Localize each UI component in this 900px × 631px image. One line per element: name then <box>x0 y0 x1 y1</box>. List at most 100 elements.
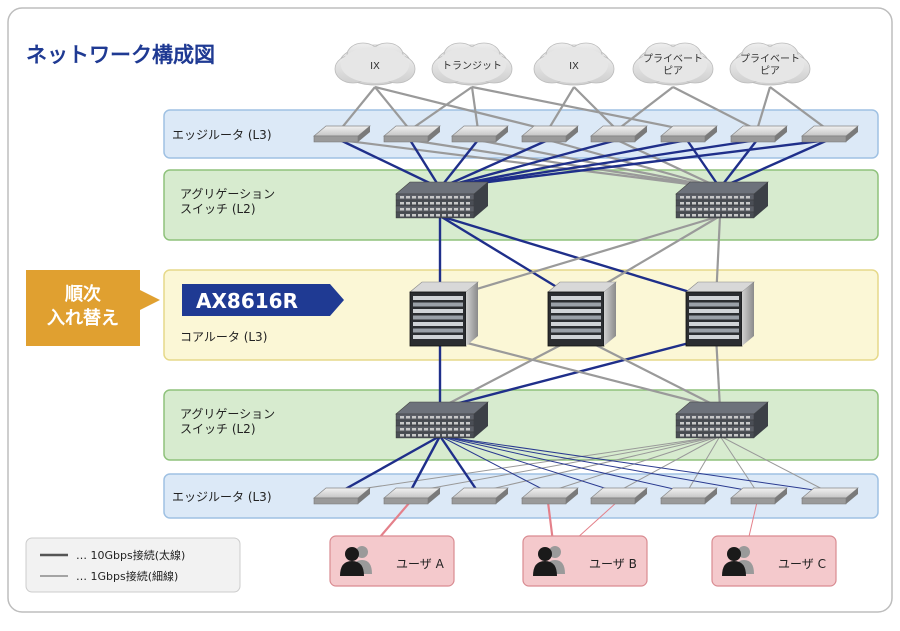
switch-port <box>734 434 738 437</box>
router-side <box>705 488 717 504</box>
edge-router-row-bottom <box>313 487 859 505</box>
switch-port <box>436 416 440 419</box>
edge-router <box>660 487 718 505</box>
switch-port <box>686 416 690 419</box>
router-side <box>705 126 717 142</box>
edge-router <box>590 125 648 143</box>
switch-port <box>728 416 732 419</box>
switch-port <box>430 214 434 217</box>
cloud-label: トランジット <box>442 60 502 72</box>
switch-port <box>436 428 440 431</box>
switch-port <box>442 416 446 419</box>
router-side <box>496 126 508 142</box>
switch-port <box>424 196 428 199</box>
switch-port <box>412 196 416 199</box>
switch-port <box>710 208 714 211</box>
router-front <box>383 135 429 143</box>
switch-port <box>680 202 684 205</box>
switch-port <box>430 422 434 425</box>
link-line <box>616 86 674 131</box>
switch-port <box>722 428 726 431</box>
edge-router <box>660 125 718 143</box>
legend-thin-label: … 1Gbps接続(細線) <box>76 569 178 583</box>
switch-port <box>680 422 684 425</box>
switch-port <box>442 196 446 199</box>
switch-port <box>698 196 702 199</box>
switch-port <box>746 428 750 431</box>
replacement-callout: 順次入れ替え <box>26 270 160 346</box>
user-icon <box>533 546 565 576</box>
switch-port <box>406 196 410 199</box>
switch-port <box>680 214 684 217</box>
router-front <box>451 497 497 505</box>
switch-port <box>710 428 714 431</box>
switch-port <box>704 202 708 205</box>
switch-port <box>692 428 696 431</box>
switch-port <box>704 208 708 211</box>
switch-port <box>716 428 720 431</box>
link-line <box>714 335 722 409</box>
switch-port <box>686 208 690 211</box>
switch-port <box>704 422 708 425</box>
switch-port <box>728 214 732 217</box>
link-line <box>439 435 829 493</box>
switch-port <box>710 214 714 217</box>
switch-port <box>436 202 440 205</box>
switch-port <box>710 202 714 205</box>
switch-port <box>400 428 404 431</box>
switch-port <box>728 202 732 205</box>
switch-port <box>412 434 416 437</box>
switch-port <box>740 208 744 211</box>
switch-port <box>424 214 428 217</box>
switch-port <box>722 202 726 205</box>
switch-port <box>448 434 452 437</box>
router-front <box>521 497 567 505</box>
core-side <box>604 282 616 346</box>
switch-port <box>454 416 458 419</box>
user-label: ユーザ B <box>589 557 637 571</box>
switch-port <box>692 214 696 217</box>
edge-top-label: エッジルータ (L3) <box>172 128 272 142</box>
user-box: ユーザ A <box>329 535 455 587</box>
switch-port <box>436 196 440 199</box>
core-slot <box>551 328 601 333</box>
router-front <box>801 135 847 143</box>
page-title: ネットワーク構成図 <box>26 43 215 67</box>
switch-port <box>728 208 732 211</box>
switch-port <box>448 428 452 431</box>
core-top <box>685 281 755 293</box>
switch-port <box>424 208 428 211</box>
switch-port <box>412 428 416 431</box>
core-slot <box>551 296 601 300</box>
switch-port <box>400 196 404 199</box>
cloud: IX <box>334 42 416 86</box>
core-slot <box>689 302 739 307</box>
link-line <box>439 435 688 493</box>
link-line <box>374 85 549 132</box>
link-line <box>672 86 758 131</box>
switch-port <box>430 202 434 205</box>
switch-port <box>466 202 470 205</box>
switch-port <box>454 434 458 437</box>
router-side <box>566 126 578 142</box>
router-front <box>313 497 359 505</box>
link-line <box>439 138 549 190</box>
router-side <box>775 126 787 142</box>
cloud-core <box>341 47 409 83</box>
product-name: AX8616R <box>196 289 298 313</box>
link-line <box>409 86 473 131</box>
switch-port <box>406 422 410 425</box>
user-label: ユーザ C <box>778 557 826 571</box>
switch-port <box>680 196 684 199</box>
switch-port <box>716 214 720 217</box>
switch-port <box>716 202 720 205</box>
switch-side <box>474 402 488 438</box>
cloud-label: プライベートピア <box>643 53 703 77</box>
band-agg-top <box>163 169 879 241</box>
switch-port <box>460 422 464 425</box>
switch-port <box>722 208 726 211</box>
cloud: IX <box>533 42 615 86</box>
switch-port <box>692 434 696 437</box>
link-line <box>686 435 721 493</box>
